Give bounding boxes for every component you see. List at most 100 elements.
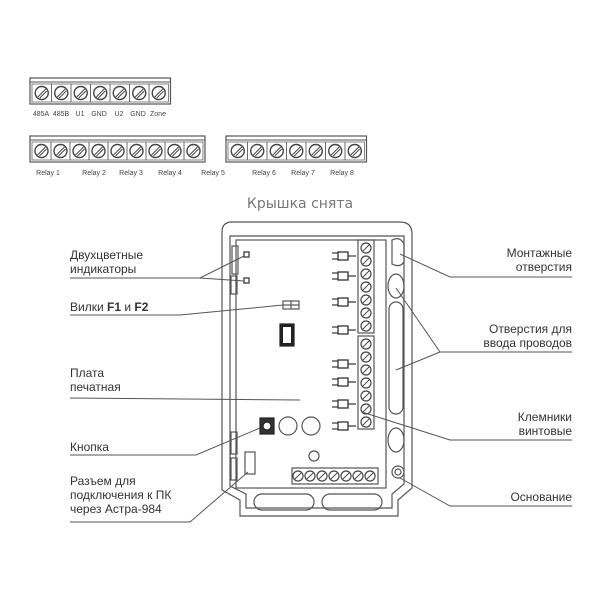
callout-base: Основание [510, 490, 572, 504]
relay-component [332, 251, 356, 261]
terminal-label: Relay 8 [330, 170, 354, 177]
callout-line: индикаторы [70, 262, 137, 276]
caption-cover-removed: Крышка снята [246, 196, 354, 212]
relay-component [332, 399, 356, 409]
terminal-label: U2 [114, 111, 124, 118]
screw-terminal [148, 143, 163, 159]
callout-screw-terminals: Клемники винтовые [518, 410, 572, 438]
screw-terminal [364, 470, 376, 482]
screw-terminal [360, 351, 372, 363]
housing-outline [221, 221, 413, 517]
screw-terminal [360, 281, 372, 293]
screw-terminal [93, 85, 108, 101]
callout-line: Кнопка [70, 440, 109, 454]
terminal-block-2 [29, 135, 206, 163]
terminal-label: U1 [75, 111, 85, 118]
callout-line: отверстия [515, 260, 572, 274]
led-indicator [243, 277, 250, 284]
board-terminal-column [357, 335, 375, 430]
callout-line: винтовые [518, 424, 572, 438]
relay-component [332, 325, 356, 335]
board-terminal-column [357, 239, 375, 334]
terminal-label: GND [130, 111, 146, 118]
bottom-opening [253, 493, 315, 511]
screw-terminal [132, 85, 147, 101]
screw-terminal [328, 143, 343, 159]
side-slot [231, 245, 239, 275]
terminal-block-3 [225, 135, 368, 163]
side-slot [230, 431, 238, 455]
relay-component [332, 271, 356, 281]
screw-terminal [360, 294, 372, 306]
screw-terminal [360, 242, 372, 254]
side-slot [230, 457, 238, 481]
screw-terminal [292, 470, 304, 482]
terminal-label: 485A [32, 111, 50, 118]
screw-terminal [360, 403, 372, 415]
terminal-label: Relay 4 [158, 170, 182, 177]
terminal-label: Relay 1 [36, 170, 60, 177]
screw-terminal [250, 143, 265, 159]
screw-terminal [129, 143, 144, 159]
screw-terminal [347, 143, 362, 159]
terminal-label: Relay 5 [201, 170, 225, 177]
board-terminals [291, 239, 379, 485]
screw-terminal [53, 143, 68, 159]
relay-component [332, 421, 356, 431]
wire-opening [387, 427, 405, 453]
screw-terminal [352, 470, 364, 482]
screw-terminal [112, 85, 127, 101]
screw-terminal [304, 470, 316, 482]
screw-terminal [167, 143, 182, 159]
housing-inner [229, 235, 405, 509]
bottom-opening [321, 493, 383, 511]
round-hole [308, 450, 320, 462]
callout-pc-connector: Разъем для подключения к ПК через Астра-… [70, 474, 171, 516]
screw-terminal [328, 470, 340, 482]
led-indicator [243, 251, 250, 258]
callout-wire-openings: Отверстия для ввода проводов [483, 322, 572, 350]
wire-opening [387, 273, 405, 299]
terminal-label: Relay 6 [252, 170, 276, 177]
callout-jumpers-f1-f2: Вилки F1 и F2 [70, 300, 148, 314]
screw-terminal [360, 268, 372, 280]
terminal-label: Relay 3 [119, 170, 143, 177]
terminal-label: Relay 7 [291, 170, 315, 177]
screw-terminal [340, 470, 352, 482]
callout-text: и [121, 300, 135, 314]
callout-lines [69, 253, 572, 523]
pcb-board [235, 239, 387, 489]
screw-terminal [151, 85, 166, 101]
screw-terminal [289, 143, 304, 159]
screw-terminal [360, 364, 372, 376]
callout-f1: F1 [107, 300, 122, 314]
callout-line: Клемники [517, 410, 572, 424]
callout-text: Вилки [70, 300, 107, 314]
relay-component [332, 297, 356, 307]
screw-terminal [186, 143, 201, 159]
screw-terminal [360, 416, 372, 428]
callout-line: ввода проводов [483, 336, 572, 350]
round-hole [278, 416, 298, 436]
screw-terminal [269, 143, 284, 159]
callout-line: Монтажные [506, 246, 572, 260]
screw-terminal [73, 85, 88, 101]
screw-terminal [360, 320, 372, 332]
screw-terminal [34, 85, 49, 101]
device-housing [221, 221, 413, 517]
screw-terminal [91, 143, 106, 159]
callout-button: Кнопка [70, 440, 109, 454]
callout-line: печатная [70, 380, 121, 394]
callout-line: Плата [70, 366, 105, 380]
screw-terminal [308, 143, 323, 159]
screw-terminal [360, 377, 372, 389]
relay-component [332, 359, 356, 369]
terminal-block-1 [29, 77, 172, 105]
round-hole [301, 416, 321, 436]
terminal-label: 485B [52, 111, 70, 118]
terminal-label: GND [91, 111, 107, 118]
screw-terminal [360, 307, 372, 319]
screw-terminal [360, 338, 372, 350]
callout-line: Двухцветные [70, 248, 144, 262]
